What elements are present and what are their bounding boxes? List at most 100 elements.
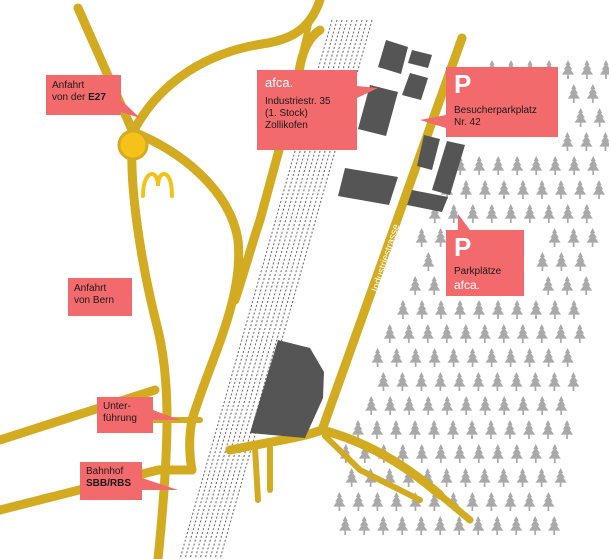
roundabout	[117, 129, 149, 161]
station-line2: SBB/RBS	[86, 478, 132, 489]
tree-icon	[465, 420, 479, 439]
mcdonalds-logo-icon	[141, 171, 174, 198]
tree-icon	[358, 516, 371, 535]
tree-icon	[503, 420, 517, 439]
tree-icon	[536, 252, 549, 271]
tree-icon	[541, 420, 555, 439]
tree-icon	[542, 204, 555, 223]
tree-icon	[402, 324, 415, 343]
tree-icon	[466, 204, 479, 223]
road-underpass	[225, 425, 445, 500]
tree-icon	[504, 492, 517, 511]
tree-icon	[466, 348, 479, 367]
callout-afca-parking: P Parkplätze afca.	[446, 230, 524, 296]
tree-icon	[377, 372, 390, 391]
tree-icon	[491, 444, 504, 463]
tree-icon	[554, 180, 568, 199]
tree-icon	[498, 396, 511, 415]
tree-icon	[485, 204, 498, 223]
tree-icon	[377, 516, 390, 535]
tree-icon	[447, 204, 460, 223]
tree-icon	[478, 468, 491, 487]
tree-icon	[434, 516, 447, 535]
tree-icon	[422, 252, 435, 271]
tree-icon	[510, 444, 523, 463]
tree-icon	[453, 444, 466, 463]
tree-icon	[555, 252, 568, 271]
afca-address-line1: Industriestr. 35	[265, 96, 331, 107]
tree-icon	[523, 204, 536, 223]
tree-icon	[485, 492, 498, 511]
tree-icon	[567, 228, 580, 247]
tree-icon	[561, 204, 574, 223]
bern-line1: Anfahrt	[74, 283, 107, 294]
tree-icon	[561, 132, 574, 151]
tree-icon	[459, 180, 473, 199]
tree-icon	[427, 420, 441, 439]
tree-icon	[504, 204, 517, 223]
tree-icon	[409, 348, 422, 367]
tree-icon	[415, 372, 428, 391]
tree-icon	[548, 516, 561, 535]
building-large-south	[250, 340, 324, 438]
tree-icon	[580, 276, 593, 295]
station-line1: Bahnhof	[86, 466, 124, 477]
tree-icon	[516, 468, 529, 487]
tree-icon	[599, 132, 609, 151]
tree-icon	[409, 276, 422, 295]
tree-icon	[536, 396, 549, 415]
tree-icon	[491, 516, 504, 535]
e27-line1: Anfahrt	[52, 80, 85, 91]
tree-icon	[484, 420, 498, 439]
tree-icon	[530, 156, 543, 175]
tree-icon	[529, 516, 542, 535]
tree-icon	[396, 372, 409, 391]
tree-icon	[478, 180, 492, 199]
tree-icon	[542, 276, 555, 295]
tree-icon	[548, 372, 561, 391]
tree-icon	[523, 348, 536, 367]
tree-icon	[561, 60, 575, 79]
tree-icon	[453, 300, 467, 319]
tree-icon	[567, 84, 580, 103]
afca-address-line2: (1. Stock)	[265, 108, 308, 119]
tree-icon	[504, 348, 517, 367]
tree-icon	[440, 324, 453, 343]
tree-icon	[548, 228, 561, 247]
tree-icon	[339, 516, 352, 535]
tree-icon	[415, 300, 429, 319]
tree-icon	[485, 348, 498, 367]
tree-icon	[371, 348, 384, 367]
tree-icon	[472, 444, 485, 463]
tree-icon	[517, 396, 530, 415]
tree-icon	[389, 420, 403, 439]
tree-icon	[440, 468, 453, 487]
tree-icon	[434, 228, 447, 247]
visitor-parking-line1: Besucherparkplatz	[454, 105, 537, 116]
tree-icon	[535, 180, 549, 199]
tree-icon	[574, 252, 587, 271]
tree-icon	[560, 420, 574, 439]
tree-icon	[390, 492, 403, 511]
tree-icon	[529, 372, 542, 391]
tree-icon	[592, 180, 606, 199]
road-bypass	[230, 25, 325, 305]
tree-icon	[396, 516, 409, 535]
tree-icon	[516, 324, 529, 343]
tree-icon	[510, 300, 524, 319]
tree-icon	[434, 372, 447, 391]
tree-icon	[352, 492, 365, 511]
tree-icon	[492, 156, 505, 175]
tree-icon	[542, 492, 555, 511]
tree-icon	[415, 228, 428, 247]
tree-icon	[333, 492, 346, 511]
tree-icon	[365, 396, 378, 415]
tree-icon	[580, 204, 593, 223]
tree-icon	[434, 300, 448, 319]
tree-icon	[523, 492, 536, 511]
tree-icon	[428, 348, 441, 367]
tree-icon	[529, 444, 542, 463]
tree-icon	[510, 372, 523, 391]
callout-station: Bahnhof SBB/RBS	[80, 462, 142, 500]
